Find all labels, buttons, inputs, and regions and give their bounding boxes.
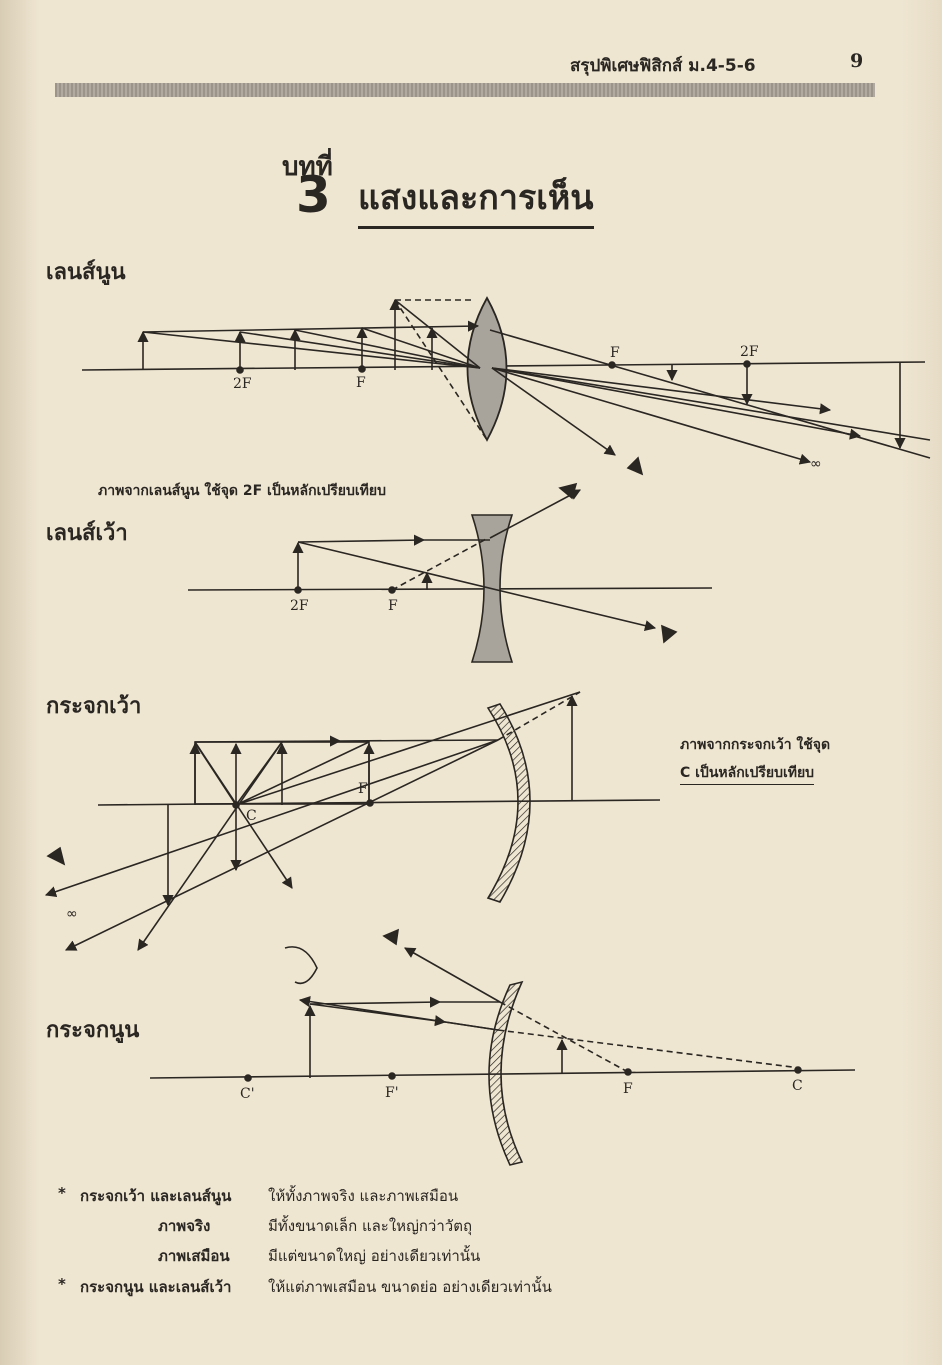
- convex-mirror-diagram: [149, 928, 856, 1166]
- summary-desc: มีทั้งขนาดเล็ก และใหญ่กว่าวัตถุ: [268, 1217, 473, 1235]
- eye-icon: [558, 482, 578, 500]
- convex-mirror-point-label: F': [385, 1085, 399, 1101]
- convex-lens-point-label: 2F: [233, 376, 252, 392]
- summary-term: ภาพจริง: [158, 1217, 211, 1235]
- page-number: 9: [850, 50, 864, 72]
- summary-term: ภาพเสมือน: [158, 1247, 230, 1265]
- concave-lens-label: เลนส์เว้า: [46, 521, 128, 546]
- concave-mirror-note-1: ภาพจากกระจกเว้า ใช้จุด: [680, 737, 831, 753]
- concave-mirror-label: กระจกเว้า: [46, 694, 142, 719]
- concave-lens-diagram: [187, 482, 713, 663]
- concave-lens-point-label: F: [388, 598, 398, 614]
- summary-line: * กระจกนูน และเลนส์เว้า ให้แต่ภาพเสมือน …: [58, 1275, 552, 1296]
- chapter-number: 3: [296, 166, 331, 224]
- concave-lens-point-label: 2F: [290, 598, 309, 614]
- summary-line: * กระจกเว้า และเลนส์นูน ให้ทั้งภาพจริง แ…: [58, 1184, 458, 1205]
- convex-mirror-point-label: C': [240, 1086, 255, 1102]
- convex-mirror-point-label: F: [623, 1081, 633, 1097]
- convex-lens-shape: [466, 296, 508, 442]
- concave-mirror-diagram: [44, 691, 661, 951]
- summary-bullet: *: [58, 1275, 66, 1293]
- chapter-word: บทที่: [282, 152, 333, 182]
- convex-lens-label: เลนส์นูน: [46, 260, 126, 285]
- chapter-title: แสงและการเห็น: [358, 170, 594, 229]
- convex-lens-point-label: 2F: [740, 344, 759, 360]
- convex-lens-diagram: [81, 296, 931, 476]
- summary-bullet: *: [58, 1184, 66, 1202]
- convex-lens-infinity: ∞: [810, 456, 822, 472]
- eye-icon: [661, 624, 678, 644]
- convex-mirror-label: กระจกนูน: [46, 1018, 140, 1043]
- concave-mirror-shape: [486, 703, 531, 903]
- eye-icon: [626, 456, 644, 476]
- summary-desc: ให้ทั้งภาพจริง และภาพเสมือน: [268, 1187, 459, 1205]
- convex-mirror-point-label: C: [792, 1078, 803, 1094]
- convex-lens-caption: ภาพจากเลนส์นูน ใช้จุด 2F เป็นหลักเปรียบเ…: [98, 483, 386, 499]
- convex-mirror-shape: [488, 980, 524, 1166]
- concave-mirror-point-label: C: [246, 808, 257, 824]
- concave-mirror-point-label: F: [358, 781, 368, 797]
- convex-lens-point-label: F: [356, 375, 366, 391]
- summary-desc: มีแต่ขนาดใหญ่ อย่างเดียวเท่านั้น: [268, 1247, 481, 1265]
- summary-desc: ให้แต่ภาพเสมือน ขนาดย่อ อย่างเดียวเท่านั…: [268, 1278, 552, 1296]
- summary-term: กระจกนูน และเลนส์เว้า: [80, 1278, 232, 1296]
- concave-mirror-infinity: ∞: [66, 906, 78, 922]
- book-title: สรุปพิเศษฟิสิกส์ ม.4-5-6: [570, 56, 756, 76]
- header-rule: [55, 83, 875, 97]
- summary-term: กระจกเว้า และเลนส์นูน: [80, 1187, 232, 1205]
- convex-lens-point-label: F: [610, 345, 620, 361]
- concave-mirror-note-2: C เป็นหลักเปรียบเทียบ: [680, 762, 815, 785]
- eye-icon: [46, 846, 66, 866]
- eye-icon: [382, 928, 399, 946]
- eye-icon: [284, 946, 318, 985]
